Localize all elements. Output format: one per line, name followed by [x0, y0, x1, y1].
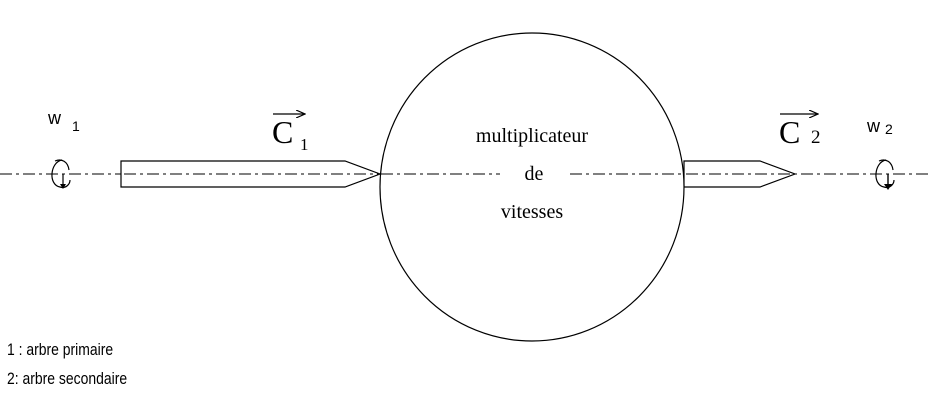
output-rotation-icon	[875, 159, 895, 190]
torque-out-subscript: 2	[811, 127, 821, 148]
legend-item-secondary-shaft: 2: arbre secondaire	[7, 369, 128, 388]
omega-in-subscript: 1	[72, 118, 80, 134]
torque-out-letter: C	[779, 114, 800, 150]
gearbox-label-line3: vitesses	[501, 201, 563, 223]
torque-in-subscript: 1	[300, 135, 309, 154]
omega-out-letter: w	[866, 116, 881, 136]
input-rotation-icon	[51, 159, 71, 189]
omega-out-subscript: 2	[885, 121, 893, 137]
gearbox-label-line2: de	[525, 163, 544, 185]
gearbox-circle	[379, 32, 685, 342]
torque-out-vector: C 2	[779, 114, 821, 150]
gearbox-label-line1: multiplicateur	[476, 125, 589, 147]
torque-in-letter: C	[272, 114, 293, 150]
legend-item-primary-shaft: 1 : arbre primaire	[7, 340, 114, 359]
omega-in-letter: w	[47, 108, 62, 128]
torque-in-vector: C 1	[272, 114, 309, 154]
